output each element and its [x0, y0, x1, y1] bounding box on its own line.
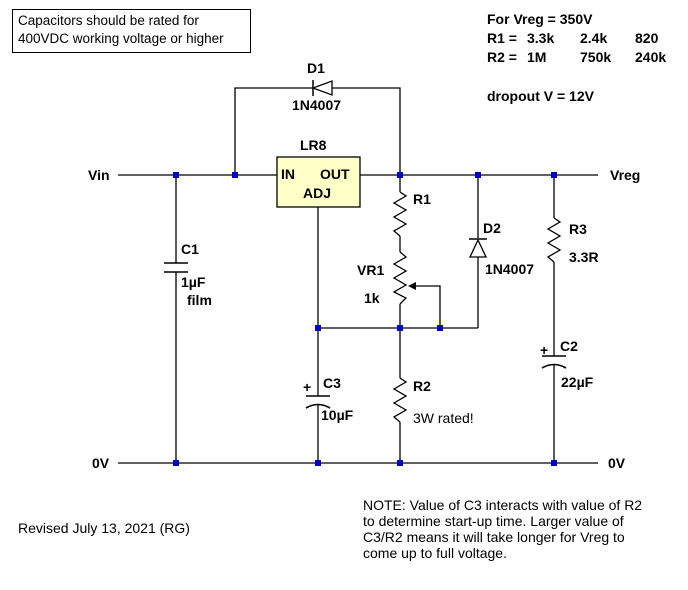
d1-part-label: 1N4007: [292, 97, 341, 113]
r1-ref-label: R1: [413, 191, 431, 207]
junction-dot: [173, 460, 179, 466]
vr1-ref-label: VR1: [357, 262, 384, 278]
regulator-pin-adj: ADJ: [303, 185, 331, 201]
d2-diode: [468, 238, 488, 258]
c3-capacitor: [305, 395, 331, 409]
junction-dot: [232, 172, 238, 178]
r3-ref-label: R3: [569, 221, 587, 237]
ground-left-label: 0V: [92, 455, 110, 471]
spec-title: For Vreg = 350V: [487, 11, 593, 27]
footnote-line2: to determine start-up time. Larger value…: [363, 513, 624, 529]
spec-r1-value-3: 820: [635, 30, 659, 46]
junction-dot: [475, 172, 481, 178]
c1-value-label: 1µF: [181, 274, 206, 290]
c1-ref-label: C1: [181, 241, 199, 257]
spec-r2-value-1: 1M: [527, 49, 546, 65]
vr1-potentiometer: [392, 251, 408, 305]
junction-dot: [437, 325, 443, 331]
wires: [118, 87, 598, 464]
spec-r1-value-2: 2.4k: [580, 30, 607, 46]
footnote-line3: C3/R2 means it will take longer for Vreg…: [363, 529, 625, 545]
c2-value-label: 22µF: [561, 374, 594, 390]
junction-dot: [315, 460, 321, 466]
spec-r2-value-3: 240k: [635, 49, 666, 65]
regulator-pin-out: OUT: [320, 166, 350, 182]
vin-label: Vin: [88, 167, 110, 183]
spec-r2-label: R2 =: [487, 49, 517, 65]
c1-capacitor: [164, 262, 188, 273]
d2-part-label: 1N4007: [485, 261, 534, 277]
vr1-value-label: 1k: [364, 290, 380, 306]
r1-resistor: [392, 191, 408, 237]
r2-resistor: [392, 377, 408, 423]
regulator-pin-in: IN: [281, 166, 295, 182]
vreg-label: Vreg: [610, 167, 640, 183]
junction-dot: [397, 460, 403, 466]
vr1-wiper-wire: [412, 285, 441, 328]
c2-ref-label: C2: [560, 338, 578, 354]
d1-diode: [303, 80, 333, 96]
d2-ref-label: D2: [483, 220, 501, 236]
spec-r1-label: R1 =: [487, 30, 517, 46]
junction-dot: [397, 172, 403, 178]
d1-left-wire: [234, 87, 303, 175]
junction-dot: [173, 172, 179, 178]
c3-polarity-plus: +: [303, 379, 311, 395]
junction-dot: [315, 325, 321, 331]
revision-label: Revised July 13, 2021 (RG): [18, 520, 190, 536]
junction-dot: [397, 325, 403, 331]
r3-resistor: [546, 217, 562, 263]
lr8-regulator-body: [276, 156, 361, 208]
junction-dot: [551, 172, 557, 178]
capacitor-rating-line1: Capacitors should be rated for: [18, 13, 199, 28]
capacitor-rating-note: Capacitors should be rated for 400VDC wo…: [12, 9, 251, 53]
r3-value-label: 3.3R: [569, 249, 599, 265]
r2-ref-label: R2: [413, 378, 431, 394]
d1-ref-label: D1: [307, 60, 325, 76]
c2-capacitor: [541, 355, 567, 369]
c3-ref-label: C3: [323, 375, 341, 391]
ground-right-label: 0V: [608, 455, 626, 471]
junction-dots: [173, 172, 557, 466]
c1-type-label: film: [187, 292, 212, 308]
capacitor-rating-line2: 400VDC working voltage or higher: [18, 31, 224, 46]
vr1-wiper-arrow: [408, 282, 416, 290]
spec-dropout: dropout V = 12V: [487, 88, 595, 104]
footnote-line4: come up to full voltage.: [363, 545, 507, 561]
c3-value-label: 10µF: [321, 407, 354, 423]
c2-polarity-plus: +: [540, 342, 548, 358]
d1-right-wire: [332, 87, 401, 175]
junction-dot: [551, 460, 557, 466]
r2-rating-note: 3W rated!: [413, 410, 474, 426]
regulator-name: LR8: [300, 137, 327, 153]
spec-r1-value-1: 3.3k: [527, 30, 554, 46]
spec-r2-value-2: 750k: [580, 49, 611, 65]
footnote-line1: NOTE: Value of C3 interacts with value o…: [363, 497, 642, 513]
